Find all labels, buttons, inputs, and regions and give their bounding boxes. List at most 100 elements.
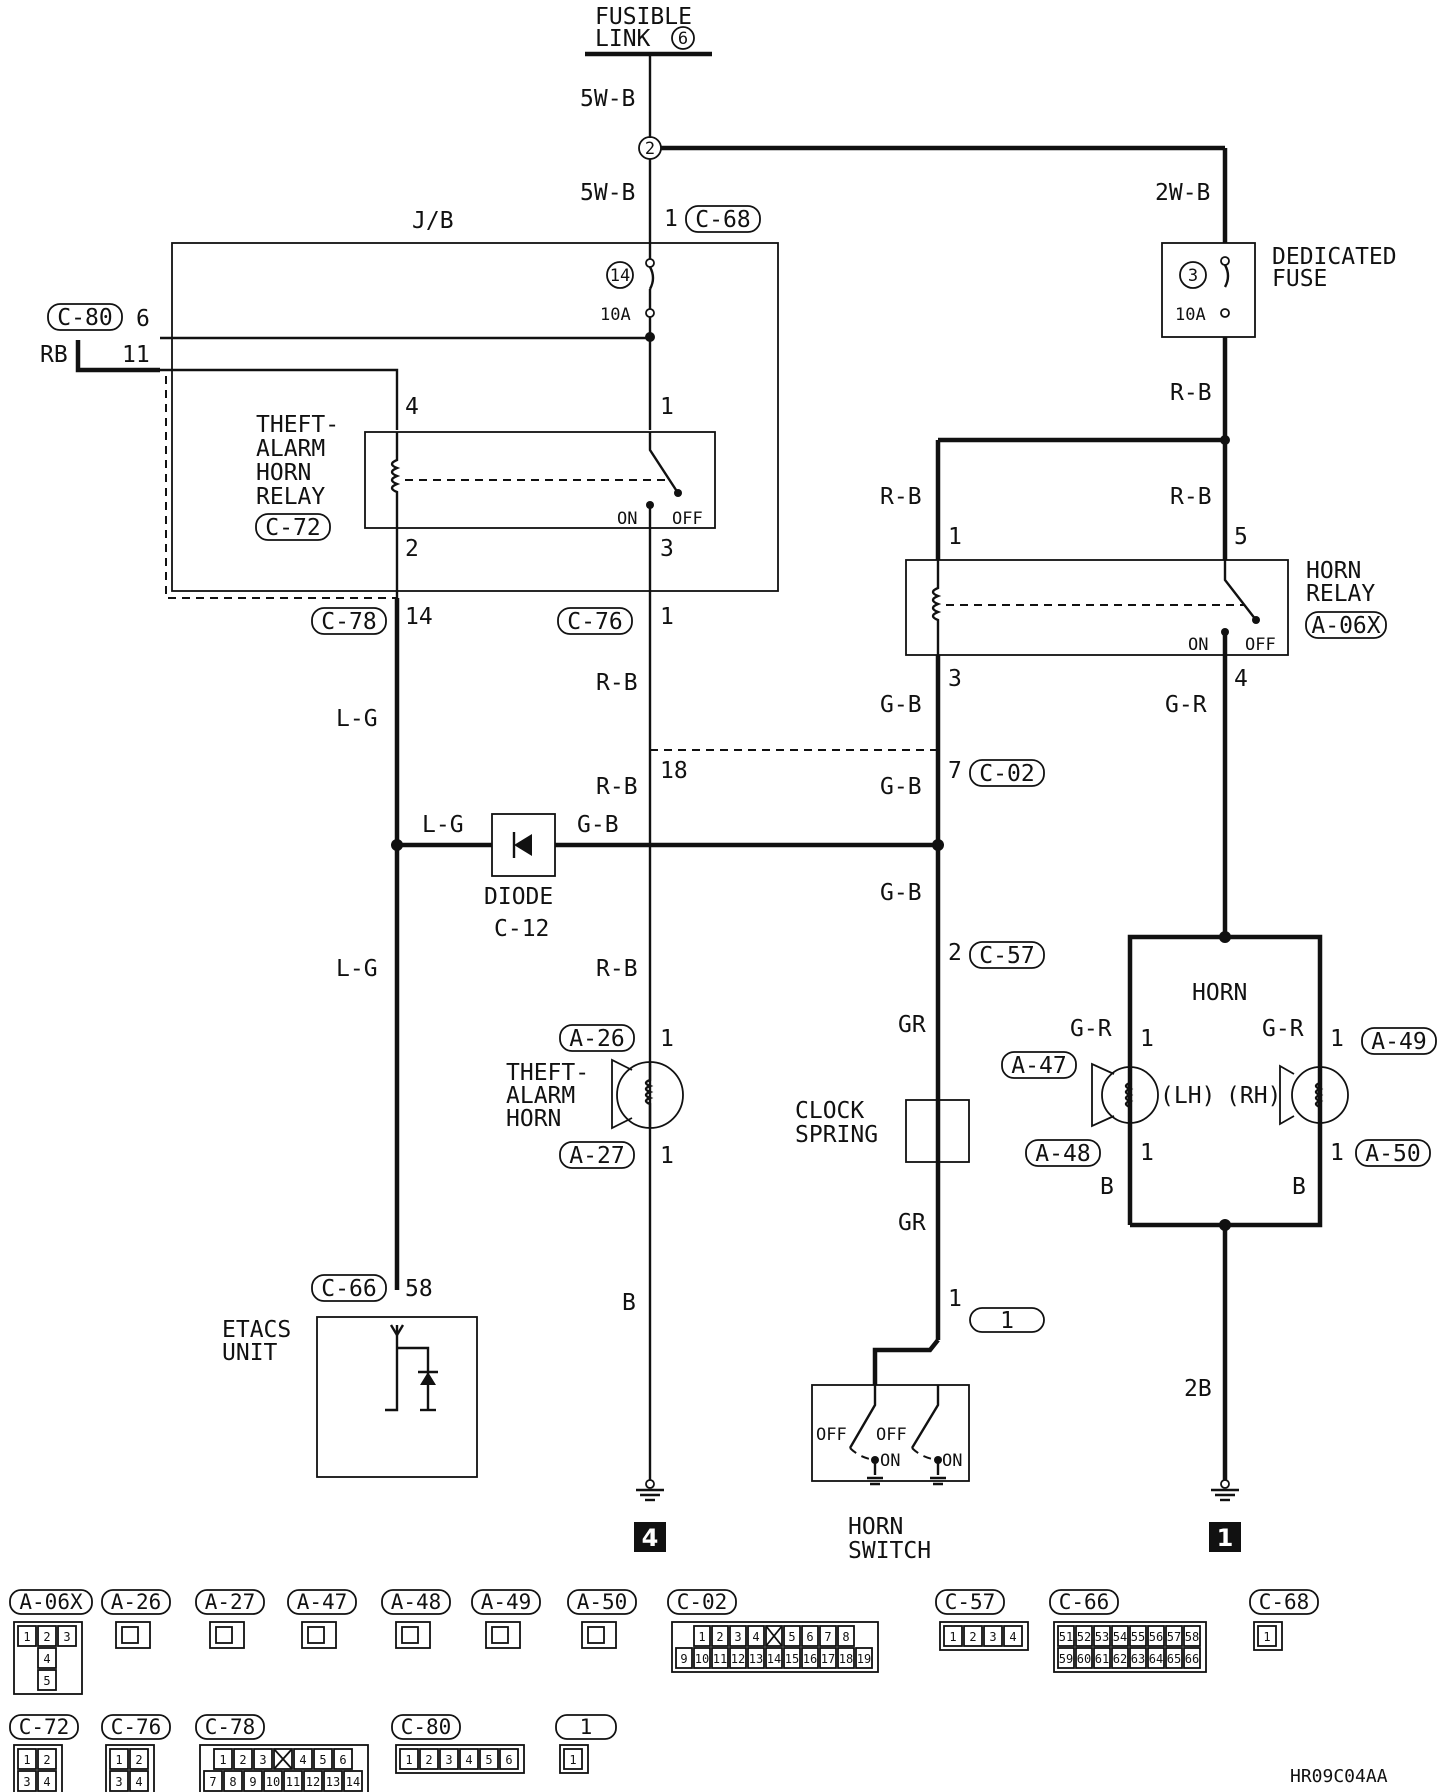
- connector-tag: C-80: [47, 303, 123, 331]
- connector-tag: A-48: [1025, 1139, 1101, 1167]
- svg-text:A-26: A-26: [569, 1026, 624, 1052]
- legend-pin-label: 2: [239, 1753, 246, 1767]
- pin-label: 6: [136, 306, 150, 332]
- legend-pin: [1183, 1625, 1201, 1647]
- wire-label: GR: [898, 1210, 926, 1236]
- legend-pin: [783, 1625, 801, 1647]
- legend-pin-label: 1: [698, 1630, 705, 1644]
- connector-tag: C-68: [685, 205, 761, 233]
- legend-pin: [129, 1770, 149, 1792]
- legend-pin-label: 1: [23, 1630, 30, 1644]
- pin-label: 1: [660, 394, 674, 420]
- legend-connector-a-50: A-50: [567, 1589, 637, 1649]
- legend-pin-label: 2: [43, 1753, 50, 1767]
- svg-text:OFF: OFF: [816, 1425, 847, 1445]
- legend-pin: [693, 1647, 711, 1669]
- legend-connector-a-49: A-49: [471, 1589, 541, 1649]
- svg-text:10A: 10A: [1175, 305, 1206, 325]
- legend-pin-label: 1: [115, 1753, 122, 1767]
- legend-pin-label: 1: [1263, 1630, 1270, 1644]
- connector-tag: C-72: [255, 513, 331, 541]
- fusible-link: FUSIBLE LINK 6: [585, 4, 712, 57]
- wire-label: R-B: [596, 774, 638, 800]
- svg-text:C-80: C-80: [401, 1715, 452, 1739]
- wire-label: B: [1100, 1174, 1114, 1200]
- legend-pin: [263, 1770, 283, 1792]
- connector-tag: C-02: [969, 759, 1045, 787]
- wire-label: L-G: [422, 812, 464, 838]
- horn-relay-label: HORN RELAY: [1306, 558, 1375, 607]
- legend-pin-label: 13: [749, 1652, 763, 1666]
- svg-text:C-76: C-76: [567, 609, 622, 635]
- legend-pin-label: 17: [821, 1652, 835, 1666]
- svg-text:A-06X: A-06X: [19, 1590, 83, 1614]
- legend-pin: [837, 1625, 855, 1647]
- legend-pin: [283, 1770, 303, 1792]
- legend-pin: [1111, 1647, 1129, 1669]
- legend-pin: [17, 1770, 37, 1792]
- legend-pin: [729, 1625, 747, 1647]
- legend-pin: [1147, 1625, 1165, 1647]
- wire-label: 5W-B: [580, 86, 635, 112]
- svg-text:1: 1: [1000, 1308, 1014, 1334]
- svg-text:1: 1: [580, 1715, 593, 1739]
- pin-label: 1: [1330, 1140, 1344, 1166]
- legend-pin: [729, 1647, 747, 1669]
- legend-pin-label: 11: [286, 1775, 300, 1789]
- legend-pin-label: 4: [299, 1753, 306, 1767]
- svg-text:A-50: A-50: [577, 1590, 628, 1614]
- junction-block-box: [171, 242, 779, 592]
- legend-pin-label: 56: [1149, 1630, 1163, 1644]
- legend-pin: [323, 1770, 343, 1792]
- legend-pin: [943, 1625, 963, 1647]
- legend-pin: [563, 1748, 583, 1770]
- legend-pin-label: 59: [1059, 1652, 1073, 1666]
- legend-pin-label: 54: [1113, 1630, 1127, 1644]
- pin-label: 58: [405, 1276, 433, 1302]
- svg-text:RELAY: RELAY: [1306, 581, 1375, 607]
- svg-text:HORN: HORN: [848, 1514, 903, 1540]
- legend-pin: [1075, 1625, 1093, 1647]
- svg-text:A-26: A-26: [111, 1590, 162, 1614]
- wire-label: R-B: [596, 956, 638, 982]
- wire-label: G-R: [1165, 692, 1207, 718]
- horn-label: HORN: [1192, 980, 1247, 1006]
- legend-pin-label: 4: [135, 1775, 142, 1789]
- legend-pin: [1093, 1647, 1111, 1669]
- legend-pin-label: 9: [249, 1775, 256, 1789]
- legend-pin: [801, 1625, 819, 1647]
- svg-text:C-72: C-72: [265, 515, 320, 541]
- svg-text:C-66: C-66: [321, 1276, 376, 1302]
- pin-label: 1: [664, 206, 678, 232]
- drawing-code: HR09C04AA: [1290, 1766, 1388, 1787]
- legend-pin: [819, 1647, 837, 1669]
- junction-2: 2: [638, 136, 662, 160]
- legend-pin-label: 8: [842, 1630, 849, 1644]
- legend-pin: [1129, 1647, 1147, 1669]
- legend-connector-a-26: A-26: [101, 1589, 171, 1649]
- legend-pin-label: 5: [485, 1753, 492, 1767]
- legend-pin-label: 2: [135, 1753, 142, 1767]
- legend-pin: [333, 1748, 353, 1770]
- svg-text:ALARM: ALARM: [506, 1083, 575, 1109]
- svg-text:ON: ON: [617, 509, 637, 529]
- legend-pin-label: 12: [306, 1775, 320, 1789]
- legend-pin-label: 1: [219, 1753, 226, 1767]
- wire-label: R-B: [1170, 484, 1212, 510]
- legend-pin: [17, 1748, 37, 1770]
- legend-pin: [343, 1770, 363, 1792]
- legend-pin-label: 19: [857, 1652, 871, 1666]
- legend-connector-1: 11: [555, 1714, 617, 1774]
- legend-pin: [963, 1625, 983, 1647]
- connector-tag: 1: [969, 1307, 1045, 1334]
- svg-text:ON: ON: [1188, 635, 1208, 655]
- legend-pin-label: 4: [465, 1753, 472, 1767]
- theft-alarm-horn: THEFT- ALARM HORN: [506, 1058, 684, 1132]
- legend-pin-label: 15: [785, 1652, 799, 1666]
- fuse-14: 14 10A: [600, 258, 655, 325]
- horn-lh: (LH): [1091, 1062, 1215, 1128]
- legend-pin: [1093, 1625, 1111, 1647]
- legend-pin: [233, 1748, 253, 1770]
- legend-pin: [1147, 1647, 1165, 1669]
